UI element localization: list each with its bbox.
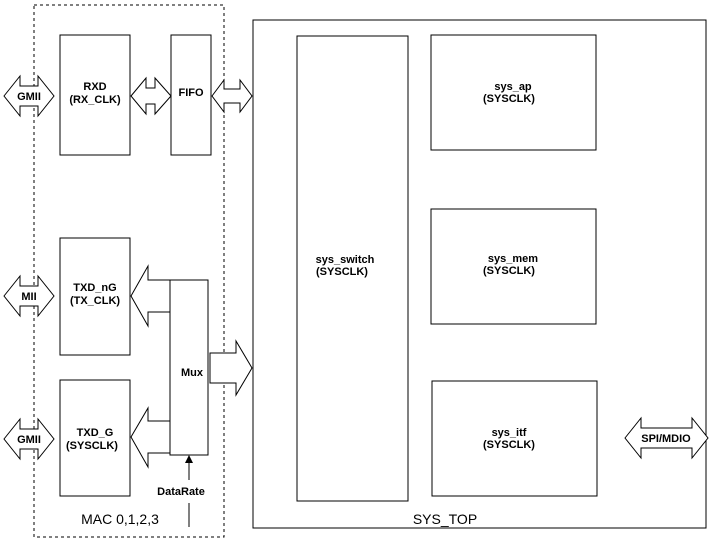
rxd-block [59,34,131,156]
rxd-name: RXD [83,81,106,93]
gmii-rx-arrow [3,74,55,118]
txd-g-name: TXD_G [77,427,114,439]
fifo-name: FIFO [178,87,203,99]
sys-itf-name: sys_itf [492,427,527,439]
sys-switch-name: sys_switch [316,254,375,266]
sys-switch-clock: (SYSCLK) [316,266,368,278]
sys-itf-block [431,380,598,497]
mux-to-txd-g-arrow [130,406,171,469]
txd-ng-block [59,237,131,356]
mac-group-boundary [33,4,225,538]
gmii-rx-label: GMII [17,91,41,103]
gmii-tx-arrow [3,417,55,461]
sys-mem-name: sys_mem [488,253,538,265]
mux-name: Mux [181,367,204,379]
rxd-clock: (RX_CLK) [69,94,121,106]
sys-top-label: SYS_TOP [413,511,477,527]
rxd-fifo-arrow [130,76,172,116]
fifo-block [170,34,212,156]
txd-ng-clock: (TX_CLK) [70,295,120,307]
mii-arrow [3,274,55,318]
spi-mdio-label: SPI/MDIO [641,433,691,445]
sys-ap-clock: (SYSCLK) [483,93,535,105]
txd-ng-name: TXD_nG [73,282,116,294]
fifo-systop-arrow [211,78,253,114]
sys-itf-clock: (SYSCLK) [483,439,535,451]
mux-to-txd-ng-arrow [130,264,171,328]
sys-switch-block [296,35,409,502]
mux-to-systop-arrow [209,339,253,397]
spi-mdio-arrow [624,416,709,460]
mux-block [169,279,209,456]
sys-mem-block [430,208,597,325]
datarate-arrowhead [185,455,193,463]
mac-group-label: MAC 0,1,2,3 [81,511,159,527]
sys-ap-block [430,34,597,151]
sys-mem-clock: (SYSCLK) [483,265,535,277]
datarate-label: DataRate [157,486,205,498]
txd-g-clock: (SYSCLK) [66,440,118,452]
sys-ap-name: sys_ap [494,81,532,93]
txd-g-block [59,379,131,497]
mii-label: MII [21,291,36,303]
gmii-tx-label: GMII [17,434,41,446]
